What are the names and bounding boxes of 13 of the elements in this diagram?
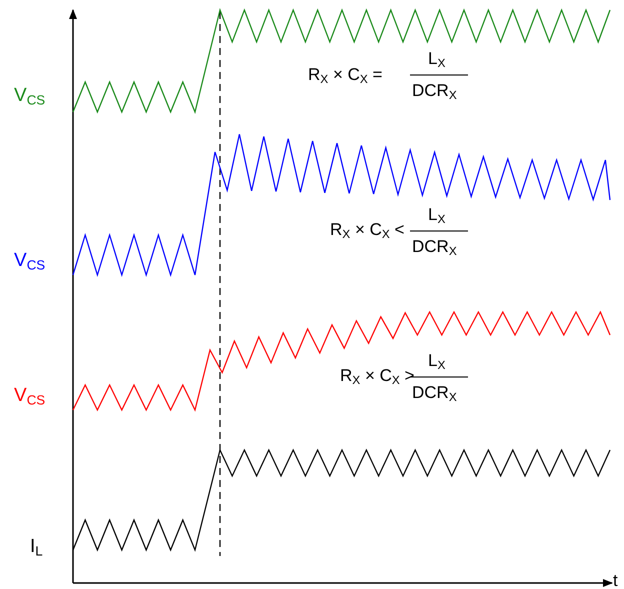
equation-text: R$_{X}$ × C$_{X}$ = bbox=[308, 66, 382, 86]
equation-text: R$_{X}$ × C$_{X}$ < bbox=[330, 221, 404, 241]
signal-label: V$_{CS}$ bbox=[14, 386, 46, 407]
signal-label: V$_{CS}$ bbox=[14, 86, 46, 107]
signal-label: V$_{CS}$ bbox=[14, 251, 46, 272]
signal-label: I$_{L}$ bbox=[30, 537, 43, 558]
axis-label: t bbox=[613, 572, 618, 589]
fraction-denominator: DCR$_{X}$ bbox=[412, 384, 457, 404]
fraction-numerator: L$_{X}$ bbox=[428, 206, 446, 226]
fraction-denominator: DCR$_{X}$ bbox=[412, 82, 457, 102]
fraction-numerator: L$_{X}$ bbox=[428, 352, 446, 372]
fraction-numerator: L$_{X}$ bbox=[428, 50, 446, 70]
fraction-denominator: DCR$_{X}$ bbox=[412, 238, 457, 258]
